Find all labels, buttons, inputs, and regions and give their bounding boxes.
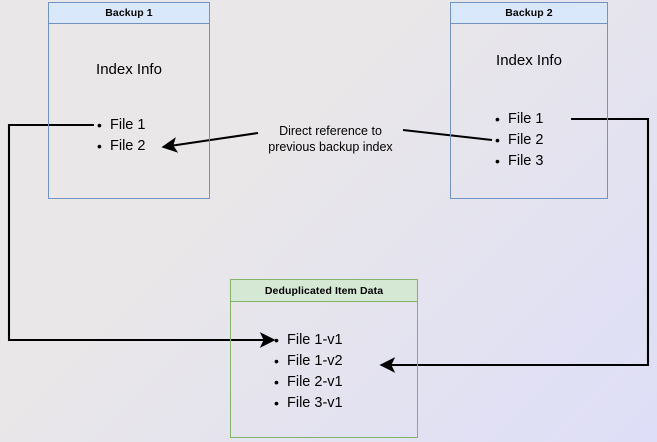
node-backup-1[interactable] (48, 2, 210, 199)
node-backup-1-header[interactable]: Backup 1 (48, 2, 210, 24)
node-backup-2-file-list: File 1 File 2 File 3 (493, 109, 543, 172)
list-item[interactable]: File 2-v1 (272, 372, 343, 393)
node-deduplicated-item-data-header[interactable]: Deduplicated Item Data (230, 279, 418, 302)
node-backup-2-header[interactable]: Backup 2 (450, 2, 608, 24)
node-backup-1-title: Backup 1 (105, 7, 153, 19)
list-item[interactable]: File 1-v2 (272, 351, 343, 372)
list-item[interactable]: File 1 (95, 115, 145, 136)
list-item[interactable]: File 1-v1 (272, 330, 343, 351)
node-backup-1-file-list: File 1 File 2 (95, 115, 145, 157)
list-item[interactable]: File 3 (493, 151, 543, 172)
node-backup-2-title: Backup 2 (505, 7, 553, 19)
node-deduplicated-item-data-title: Deduplicated Item Data (264, 284, 384, 297)
node-deduplicated-item-data-file-list: File 1-v1 File 1-v2 File 2-v1 File 3-v1 (272, 330, 343, 414)
annotation-direct-reference: Direct reference to previous backup inde… (268, 124, 393, 154)
node-backup-2-index-label: Index Info (496, 52, 562, 69)
node-backup-1-index-label: Index Info (96, 61, 162, 78)
list-item[interactable]: File 2 (95, 136, 145, 157)
list-item[interactable]: File 3-v1 (272, 393, 343, 414)
list-item[interactable]: File 1 (493, 109, 543, 130)
list-item[interactable]: File 2 (493, 130, 543, 151)
